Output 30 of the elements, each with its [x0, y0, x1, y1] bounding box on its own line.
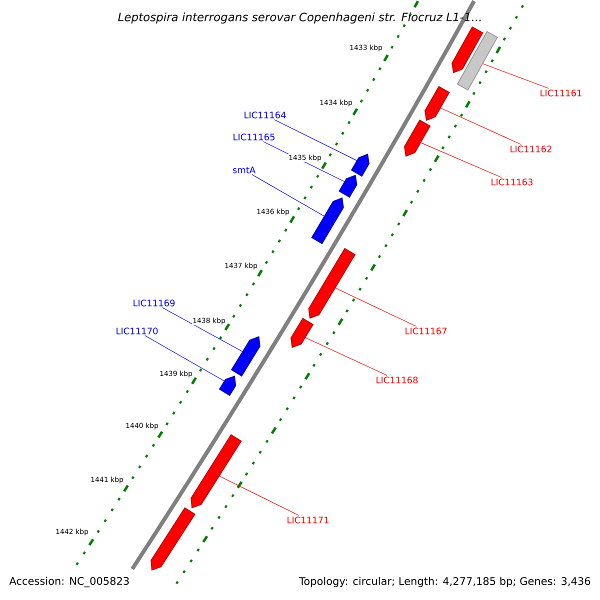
gene-label: LIC11167	[406, 328, 447, 334]
gene-label: LIC11165	[234, 134, 274, 140]
leader-line	[274, 119, 358, 161]
gene-label: LIC11171	[288, 516, 328, 524]
gene-block	[290, 318, 314, 348]
leader-line	[305, 337, 388, 376]
gene-block	[150, 507, 196, 571]
leader-line	[162, 307, 243, 352]
gene-label: LIC11170	[116, 328, 158, 334]
gene-label: LIC11161	[540, 90, 582, 96]
title: Leptospira interrogans serovar Copenhageni str. Fiocruz L1-1...	[118, 12, 481, 24]
gene-label: smtA	[232, 166, 256, 174]
gene-label: LIC11164	[244, 112, 286, 118]
leader-line	[144, 335, 225, 382]
leader-line	[252, 174, 324, 216]
footer-text: Accession: NC_005823	[9, 576, 129, 588]
leader-line	[440, 108, 522, 145]
gene-label: LIC11163	[492, 178, 533, 186]
gene-label: LIC11169	[134, 300, 175, 306]
gene-block	[311, 197, 344, 244]
gene-block	[338, 174, 358, 198]
footer-text: Topology: circular; Length: 4,277,185 bp; Genes: 3,436	[299, 576, 590, 588]
leader-line	[482, 63, 549, 89]
gene-block	[190, 434, 242, 508]
leader-line	[219, 476, 299, 516]
leader-line	[420, 142, 502, 178]
gene-block	[404, 120, 431, 157]
leader-line	[335, 288, 417, 327]
gene-label: LIC11168	[376, 376, 418, 384]
gene-label: LIC11162	[510, 146, 552, 152]
